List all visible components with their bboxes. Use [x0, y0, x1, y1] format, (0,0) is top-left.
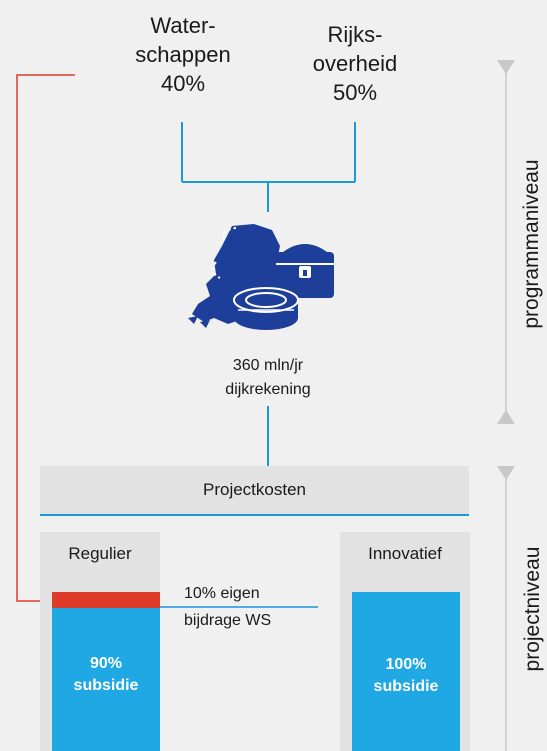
innovatief-subsidie-text: 100% subsidie [352, 654, 460, 698]
rijksoverheid-label: Rijks- overheid 50% [290, 20, 420, 107]
programmaniveau-label: programmaniveau [520, 159, 543, 329]
projectkosten-label: Projectkosten [203, 480, 306, 499]
innovatief-pct: 100% [385, 656, 427, 673]
regulier-pct: 90% [89, 655, 123, 672]
red-bracket [16, 74, 75, 602]
regulier-subsidie-bar: 90% subsidie [52, 608, 160, 751]
upper-scale-bottom-marker [497, 410, 515, 424]
projectniveau-label: projectniveau [521, 546, 544, 672]
eigen-bijdrage-line2: bijdrage WS [184, 612, 272, 629]
upper-scale-top-marker [497, 60, 515, 74]
lower-scale-top-marker [497, 466, 515, 480]
regulier-subsidie-label: subsidie [73, 677, 139, 694]
eigen-bijdrage-line1: 10% eigen [184, 585, 260, 602]
eigen-bijdrage-segment [52, 592, 160, 608]
waterschappen-line2: schappen [135, 42, 231, 67]
dijkrekening-text: 360 mln/jr dijkrekening [168, 354, 368, 402]
eigen-bijdrage-text: 10% eigen bijdrage WS [184, 580, 271, 634]
regulier-subsidie-text: 90% subsidie [52, 653, 160, 697]
projectkosten-bar: Projectkosten [40, 466, 469, 516]
rijksoverheid-pct: 50% [332, 80, 378, 105]
dijkrekening-icon [188, 224, 334, 330]
innovatief-subsidie-label: subsidie [373, 678, 439, 695]
innovatief-subsidie-bar: 100% subsidie [352, 592, 460, 751]
regulier-title: Regulier [68, 544, 132, 563]
dijkrekening-amount: 360 mln/jr [232, 357, 304, 374]
waterschappen-label: Water- schappen 40% [118, 11, 248, 98]
innovatief-title: Innovatief [368, 544, 442, 563]
rijksoverheid-line2: overheid [312, 51, 398, 76]
waterschappen-pct: 40% [160, 71, 206, 96]
waterschappen-line1: Water- [150, 13, 216, 38]
rijksoverheid-line1: Rijks- [327, 22, 383, 47]
dijkrekening-label: dijkrekening [225, 381, 311, 398]
